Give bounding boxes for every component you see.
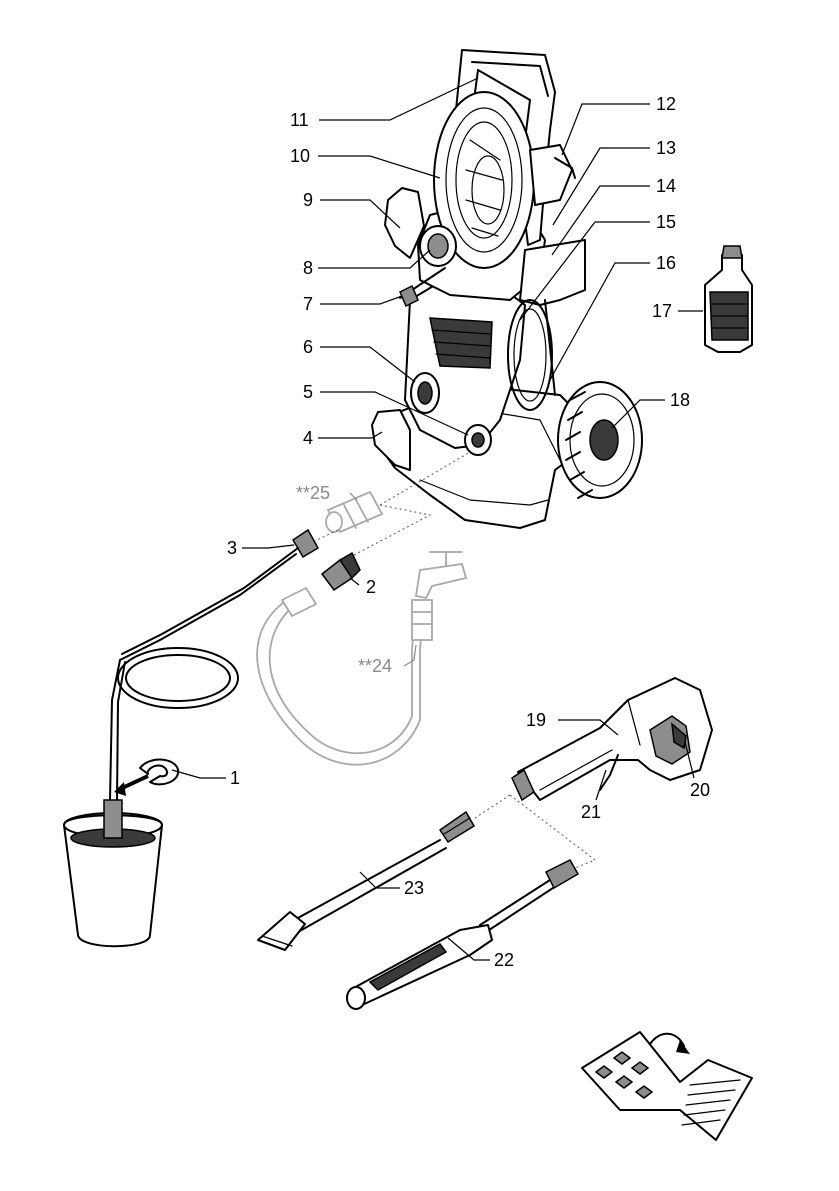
callout-9: 9 xyxy=(303,190,313,210)
wheel xyxy=(557,381,643,499)
operating-manual xyxy=(581,1031,753,1141)
pressure-control-knob xyxy=(419,225,457,267)
callout-13: 13 xyxy=(656,138,676,158)
dirt-blaster-lance xyxy=(257,810,476,951)
callout-17: 17 xyxy=(652,301,672,321)
callout-4: 4 xyxy=(303,428,313,448)
callout-19: 19 xyxy=(526,710,546,730)
callout-12: 12 xyxy=(656,94,676,114)
high-pressure-hose xyxy=(109,528,320,801)
callout-5: 5 xyxy=(303,382,313,402)
pressure-washer-unit xyxy=(371,49,643,529)
vario-power-lance xyxy=(346,859,580,1010)
callout-20: 20 xyxy=(690,780,710,800)
callout-11: 11 xyxy=(290,110,309,130)
bucket xyxy=(63,799,163,948)
callout-2: 2 xyxy=(366,577,376,597)
callout-22: 22 xyxy=(494,950,514,970)
callout-24: **24 xyxy=(358,656,392,676)
callout-23: 23 xyxy=(404,878,424,898)
callout-15: 15 xyxy=(656,212,676,232)
leader-lines xyxy=(171,77,703,961)
callout-7: 7 xyxy=(303,294,313,314)
callout-3: 3 xyxy=(227,538,237,558)
callout-25: **25 xyxy=(296,483,330,503)
suction-filter xyxy=(139,758,180,786)
trigger-gun xyxy=(511,677,713,802)
callout-14: 14 xyxy=(656,176,676,196)
garden-hose xyxy=(256,586,433,766)
callout-18: 18 xyxy=(670,390,690,410)
water-tap xyxy=(414,551,468,600)
callouts: 1 2 3 4 5 6 7 8 9 10 11 12 13 14 15 16 1… xyxy=(227,94,710,970)
callout-6: 6 xyxy=(303,337,313,357)
callout-8: 8 xyxy=(303,258,313,278)
callout-21: 21 xyxy=(581,802,601,822)
water-filter xyxy=(325,490,384,534)
callout-1: 1 xyxy=(230,768,240,788)
callout-16: 16 xyxy=(656,253,676,273)
detergent-bottle xyxy=(704,245,753,353)
callout-10: 10 xyxy=(290,146,310,166)
hose-coupling xyxy=(320,551,361,592)
leader-dots-gun xyxy=(474,794,597,873)
